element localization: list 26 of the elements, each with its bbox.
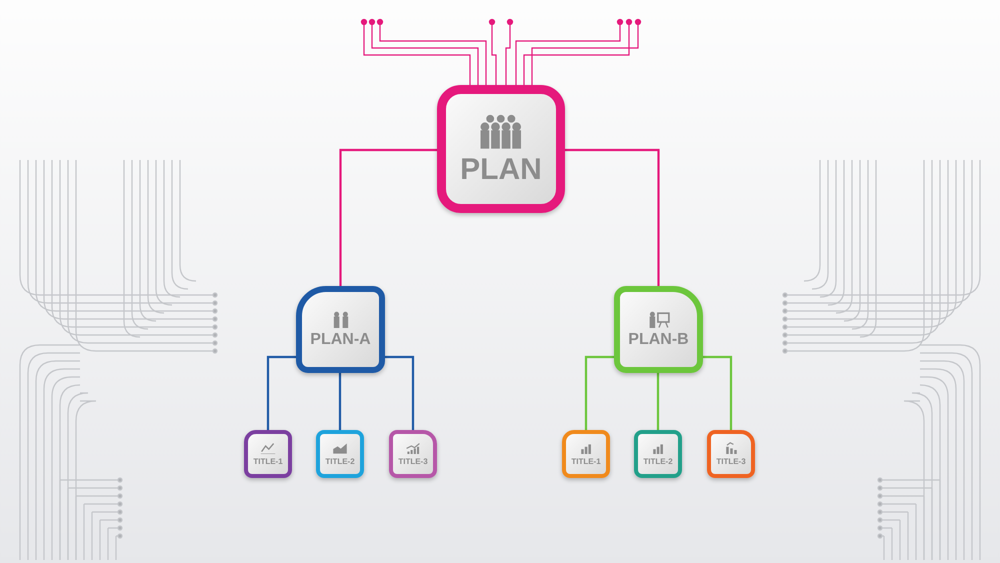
- connector-line: [656, 373, 660, 430]
- node-label: PLAN: [460, 155, 542, 186]
- node-label: TITLE-3: [398, 458, 428, 466]
- connector-line: [339, 148, 437, 286]
- node-label: TITLE-2: [643, 458, 673, 466]
- sub-plan-box: [614, 286, 703, 373]
- title-box: [562, 430, 610, 478]
- title-box: [244, 430, 292, 478]
- node-label: PLAN-B: [628, 332, 689, 348]
- connector-line: [338, 373, 342, 430]
- title-box: [316, 430, 364, 478]
- sub-plan-box: [296, 286, 385, 373]
- connector-line: [584, 356, 614, 430]
- node-label: TITLE-1: [571, 458, 601, 466]
- node-label: PLAN-A: [310, 332, 371, 348]
- plan-box: [437, 85, 565, 213]
- title-box: [389, 430, 437, 478]
- title-box: [707, 430, 755, 478]
- connector-line: [703, 356, 732, 430]
- connector-line: [385, 356, 414, 430]
- connector-line: [266, 356, 296, 430]
- node-label: TITLE-1: [253, 458, 283, 466]
- node-label: TITLE-2: [325, 458, 355, 466]
- connector-line: [565, 148, 660, 286]
- node-label: TITLE-3: [716, 458, 746, 466]
- title-box: [634, 430, 682, 478]
